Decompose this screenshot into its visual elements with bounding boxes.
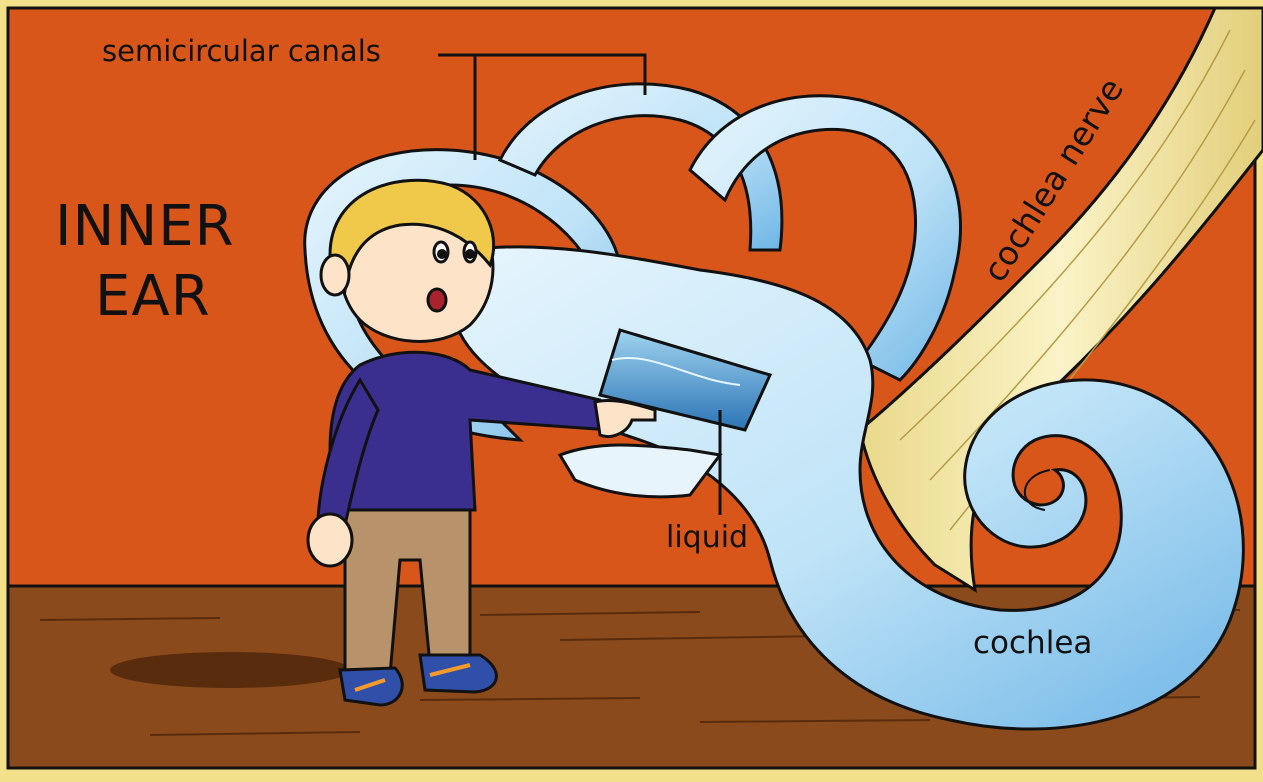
label-semicircular-canals: semicircular canals — [102, 34, 381, 68]
boy-shadow — [110, 652, 350, 688]
label-cochlea: cochlea — [973, 625, 1092, 661]
label-liquid: liquid — [666, 520, 748, 555]
boy-mouth — [428, 289, 446, 311]
title-line-2: EAR — [95, 263, 211, 331]
title-line-1: INNER — [55, 193, 235, 261]
boy-left-hand — [308, 514, 352, 566]
boy-ear — [321, 255, 349, 295]
